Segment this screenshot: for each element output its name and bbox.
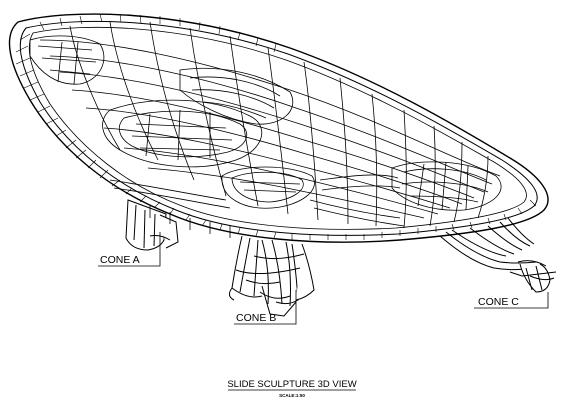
callout-leaders: [98, 232, 549, 391]
cone-b-leader: [234, 290, 297, 325]
drawing-scale: SCALE:1:50: [279, 393, 305, 398]
cone-a-label: CONE A: [100, 254, 140, 266]
cone-c-label: CONE C: [478, 296, 519, 308]
cone-a-support: [125, 199, 179, 251]
cone-b-support: [228, 235, 315, 317]
bowl-interior-wireframe: [29, 21, 502, 238]
cone-c-leader: [474, 292, 549, 309]
cone-a-leader: [98, 232, 161, 267]
cone-b-label: CONE B: [236, 312, 276, 324]
bowl-rim: [8, 13, 549, 243]
cone-c-support: [439, 217, 557, 293]
drawing-title: SLIDE SCULPTURE 3D VIEW: [227, 379, 356, 390]
